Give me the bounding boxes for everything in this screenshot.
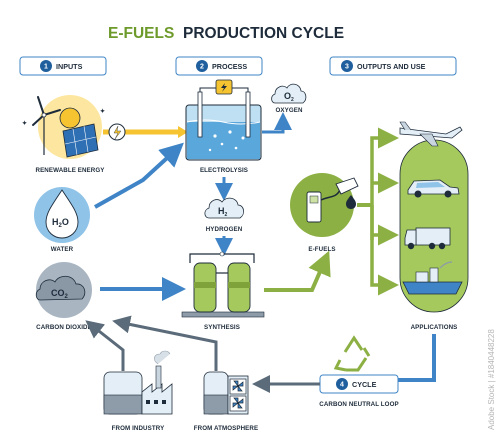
step-number-badge: [196, 60, 208, 72]
header-label: PROCESS: [212, 62, 247, 71]
water-illustration: H2O: [34, 187, 90, 243]
fuel-nozzle-icon: [335, 177, 359, 195]
label-water: WATER: [51, 246, 74, 253]
chem-co2: CO: [51, 288, 65, 298]
car-icon: [407, 179, 460, 198]
carbon-dioxide-illustration: CO2: [35, 262, 92, 318]
synthesis-plant-illustration: [181, 251, 265, 318]
cloud-icon: [35, 275, 86, 301]
factory-icon: [141, 383, 173, 415]
wind-turbine-icon: [32, 96, 61, 155]
label-from-industry: FROM INDUSTRY: [112, 425, 165, 432]
cycle-return-arrow: [398, 334, 436, 382]
chem-co2-sub: 2: [65, 294, 69, 300]
header-label: INPUTS: [56, 62, 83, 71]
cycle-badge: 4 CYCLE: [319, 374, 399, 394]
header-number: 1: [44, 64, 48, 71]
oxygen-cloud-icon: O2: [271, 83, 307, 104]
step-number-badge: [40, 60, 52, 72]
svg-text:O2: O2: [284, 91, 294, 103]
label-carbon-neutral-loop: CARBON NEUTRAL LOOP: [319, 401, 398, 408]
label-electrolysis: ELECTROLYSIS: [200, 167, 248, 174]
label-e-fuels: E-FUELS: [308, 246, 335, 253]
cycle-number: 4: [340, 382, 344, 389]
chem-o2: O: [284, 91, 291, 101]
hydrogen-cloud-icon: H2: [204, 197, 244, 219]
header-label: OUTPUTS AND USE: [357, 62, 426, 71]
label-synthesis: SYNTHESIS: [204, 324, 240, 331]
solar-panel-icon: [62, 123, 99, 158]
header-outputs: 3 OUTPUTS AND USE: [329, 56, 457, 76]
svg-text:H2O: H2O: [52, 217, 69, 229]
water-flow-arrow: [94, 142, 184, 209]
label-carbon-dioxide: CARBON DIOXIDE: [36, 324, 92, 331]
cycle-label: CYCLE: [352, 380, 377, 389]
title-part2: PRODUCTION CYCLE: [183, 25, 344, 42]
title-part1: E-FUELS: [108, 25, 174, 42]
energy-flow-arrow: [103, 123, 188, 141]
recycle-icon: [333, 335, 371, 372]
svg-text:CO2: CO2: [51, 288, 69, 300]
label-applications: APPLICATIONS: [411, 324, 458, 331]
electrolysis-illustration: [185, 79, 262, 161]
stock-watermark: Adobe Stock | #1840448228: [487, 329, 496, 430]
chem-h2-sub: 2: [225, 212, 228, 218]
header-process: 2 PROCESS: [175, 56, 263, 76]
sparkle-icon: ✦: [100, 108, 105, 115]
svg-text:H2: H2: [218, 206, 228, 218]
header-inputs: 1 INPUTS: [19, 56, 107, 76]
chem-h2o-sub: 2: [59, 223, 63, 229]
chem-h2o-o: O: [62, 217, 69, 227]
atmosphere-capture-illustration: [203, 371, 249, 415]
label-renewable-energy: RENEWABLE ENERGY: [36, 167, 106, 174]
capture-flow-arrows: [85, 315, 218, 371]
airplane-icon: [399, 121, 463, 147]
label-hydrogen: HYDROGEN: [206, 226, 243, 233]
water-drop-icon: [45, 189, 79, 239]
header-number: 2: [200, 64, 204, 71]
label-from-atmosphere: FROM ATMOSPHERE: [194, 425, 258, 432]
chem-h2o-h: H: [52, 217, 59, 227]
industry-illustration: [103, 350, 173, 415]
ship-icon: [402, 261, 463, 295]
fan-icon: [229, 378, 247, 412]
applications-panel: [399, 121, 469, 313]
e-fuels-illustration: [290, 173, 359, 237]
header-number: 3: [345, 64, 349, 71]
renewable-energy-illustration: ✦ ✦: [22, 95, 105, 159]
application-branch-arrows: [370, 127, 399, 296]
truck-icon: [404, 227, 451, 250]
chem-h2: H: [218, 206, 225, 216]
step-number-badge: [341, 60, 353, 72]
sun-icon: [59, 107, 81, 129]
fuel-drop-icon: [346, 195, 356, 209]
synthesis-to-efuels-arrow: [264, 250, 331, 292]
sparkle-icon: ✦: [22, 120, 27, 127]
chem-o2-sub: 2: [291, 97, 294, 103]
page-title: E-FUELS PRODUCTION CYCLE: [108, 25, 344, 42]
oxygen-flow-arrow: [262, 112, 292, 134]
label-oxygen: OXYGEN: [275, 107, 303, 114]
